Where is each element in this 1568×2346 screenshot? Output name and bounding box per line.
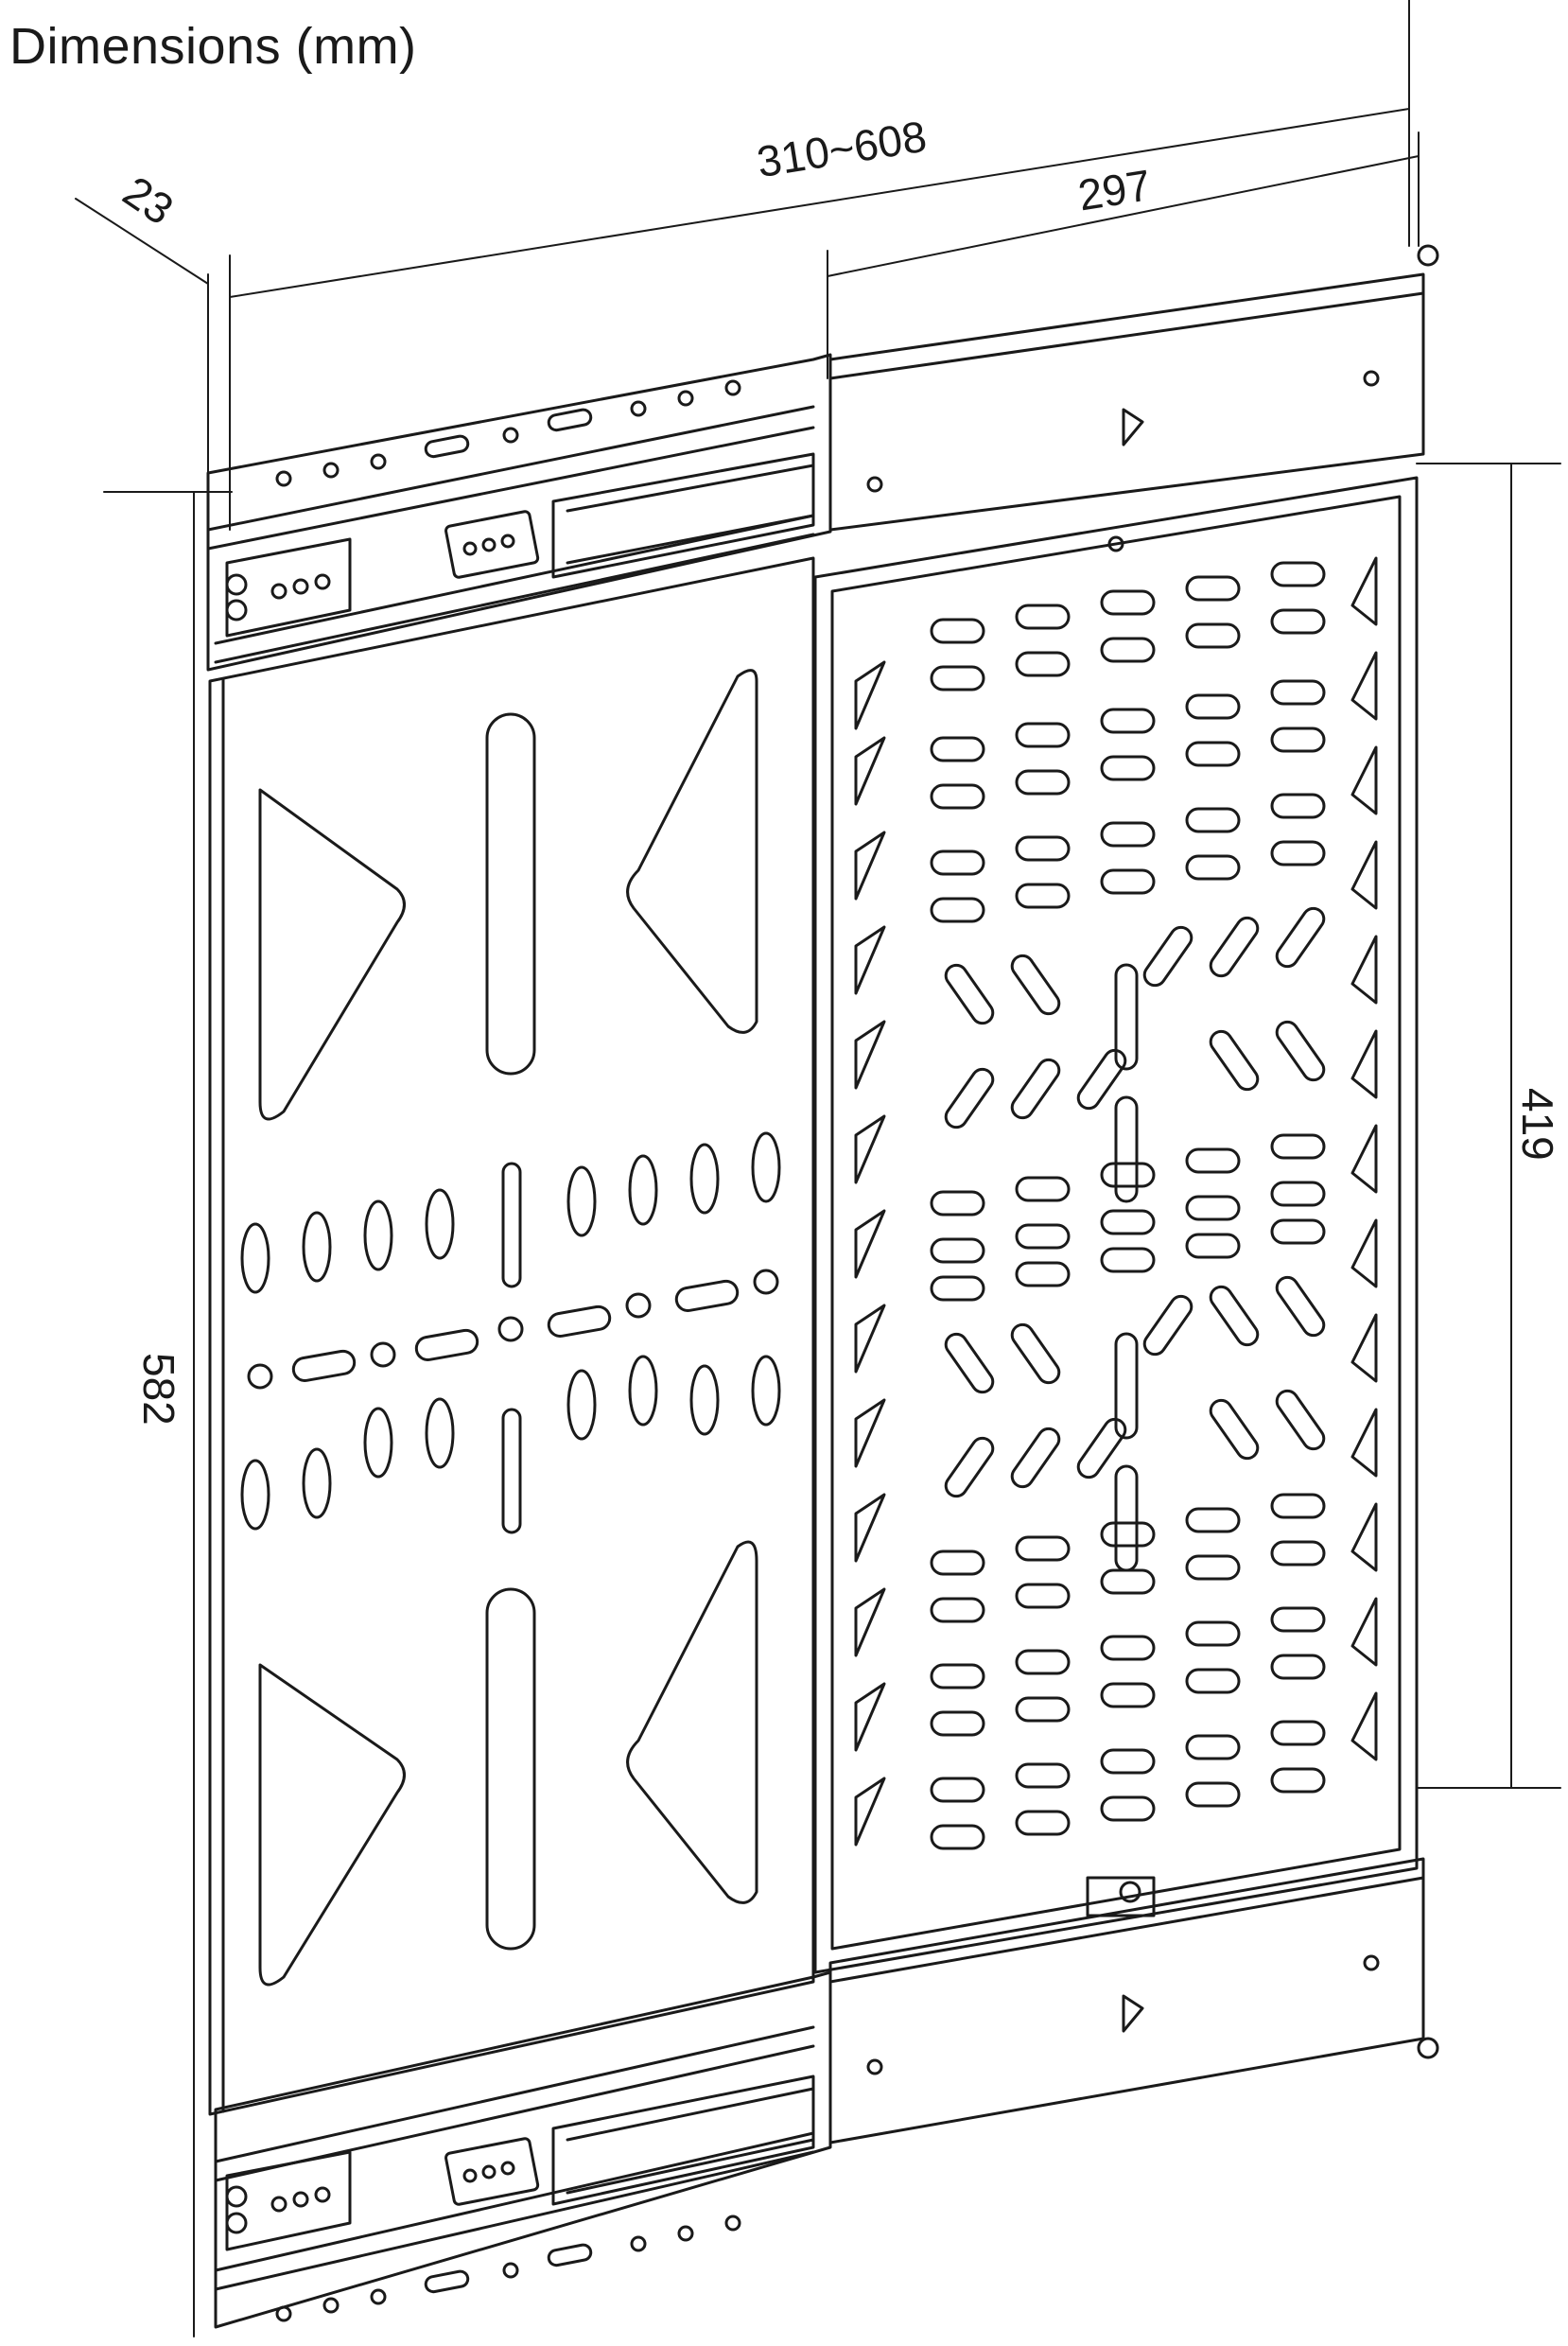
bottom-slide-rail — [214, 1970, 832, 2329]
right-tray — [813, 244, 1439, 2145]
ventilation-slots — [930, 561, 1326, 1850]
left-base-plate — [208, 556, 815, 2116]
top-slide-rail — [206, 353, 832, 672]
dimension-overall-depth: 582 — [134, 1353, 183, 1426]
dimension-tray-depth: 419 — [1513, 1088, 1562, 1161]
dimension-tray-width: 297 — [1074, 160, 1154, 219]
dimension-overall-width: 310~608 — [754, 112, 930, 187]
dimension-rail-height: 23 — [114, 166, 183, 235]
diagram-title: Dimensions (mm) — [9, 18, 417, 75]
dimension-lines — [75, 0, 1561, 2337]
